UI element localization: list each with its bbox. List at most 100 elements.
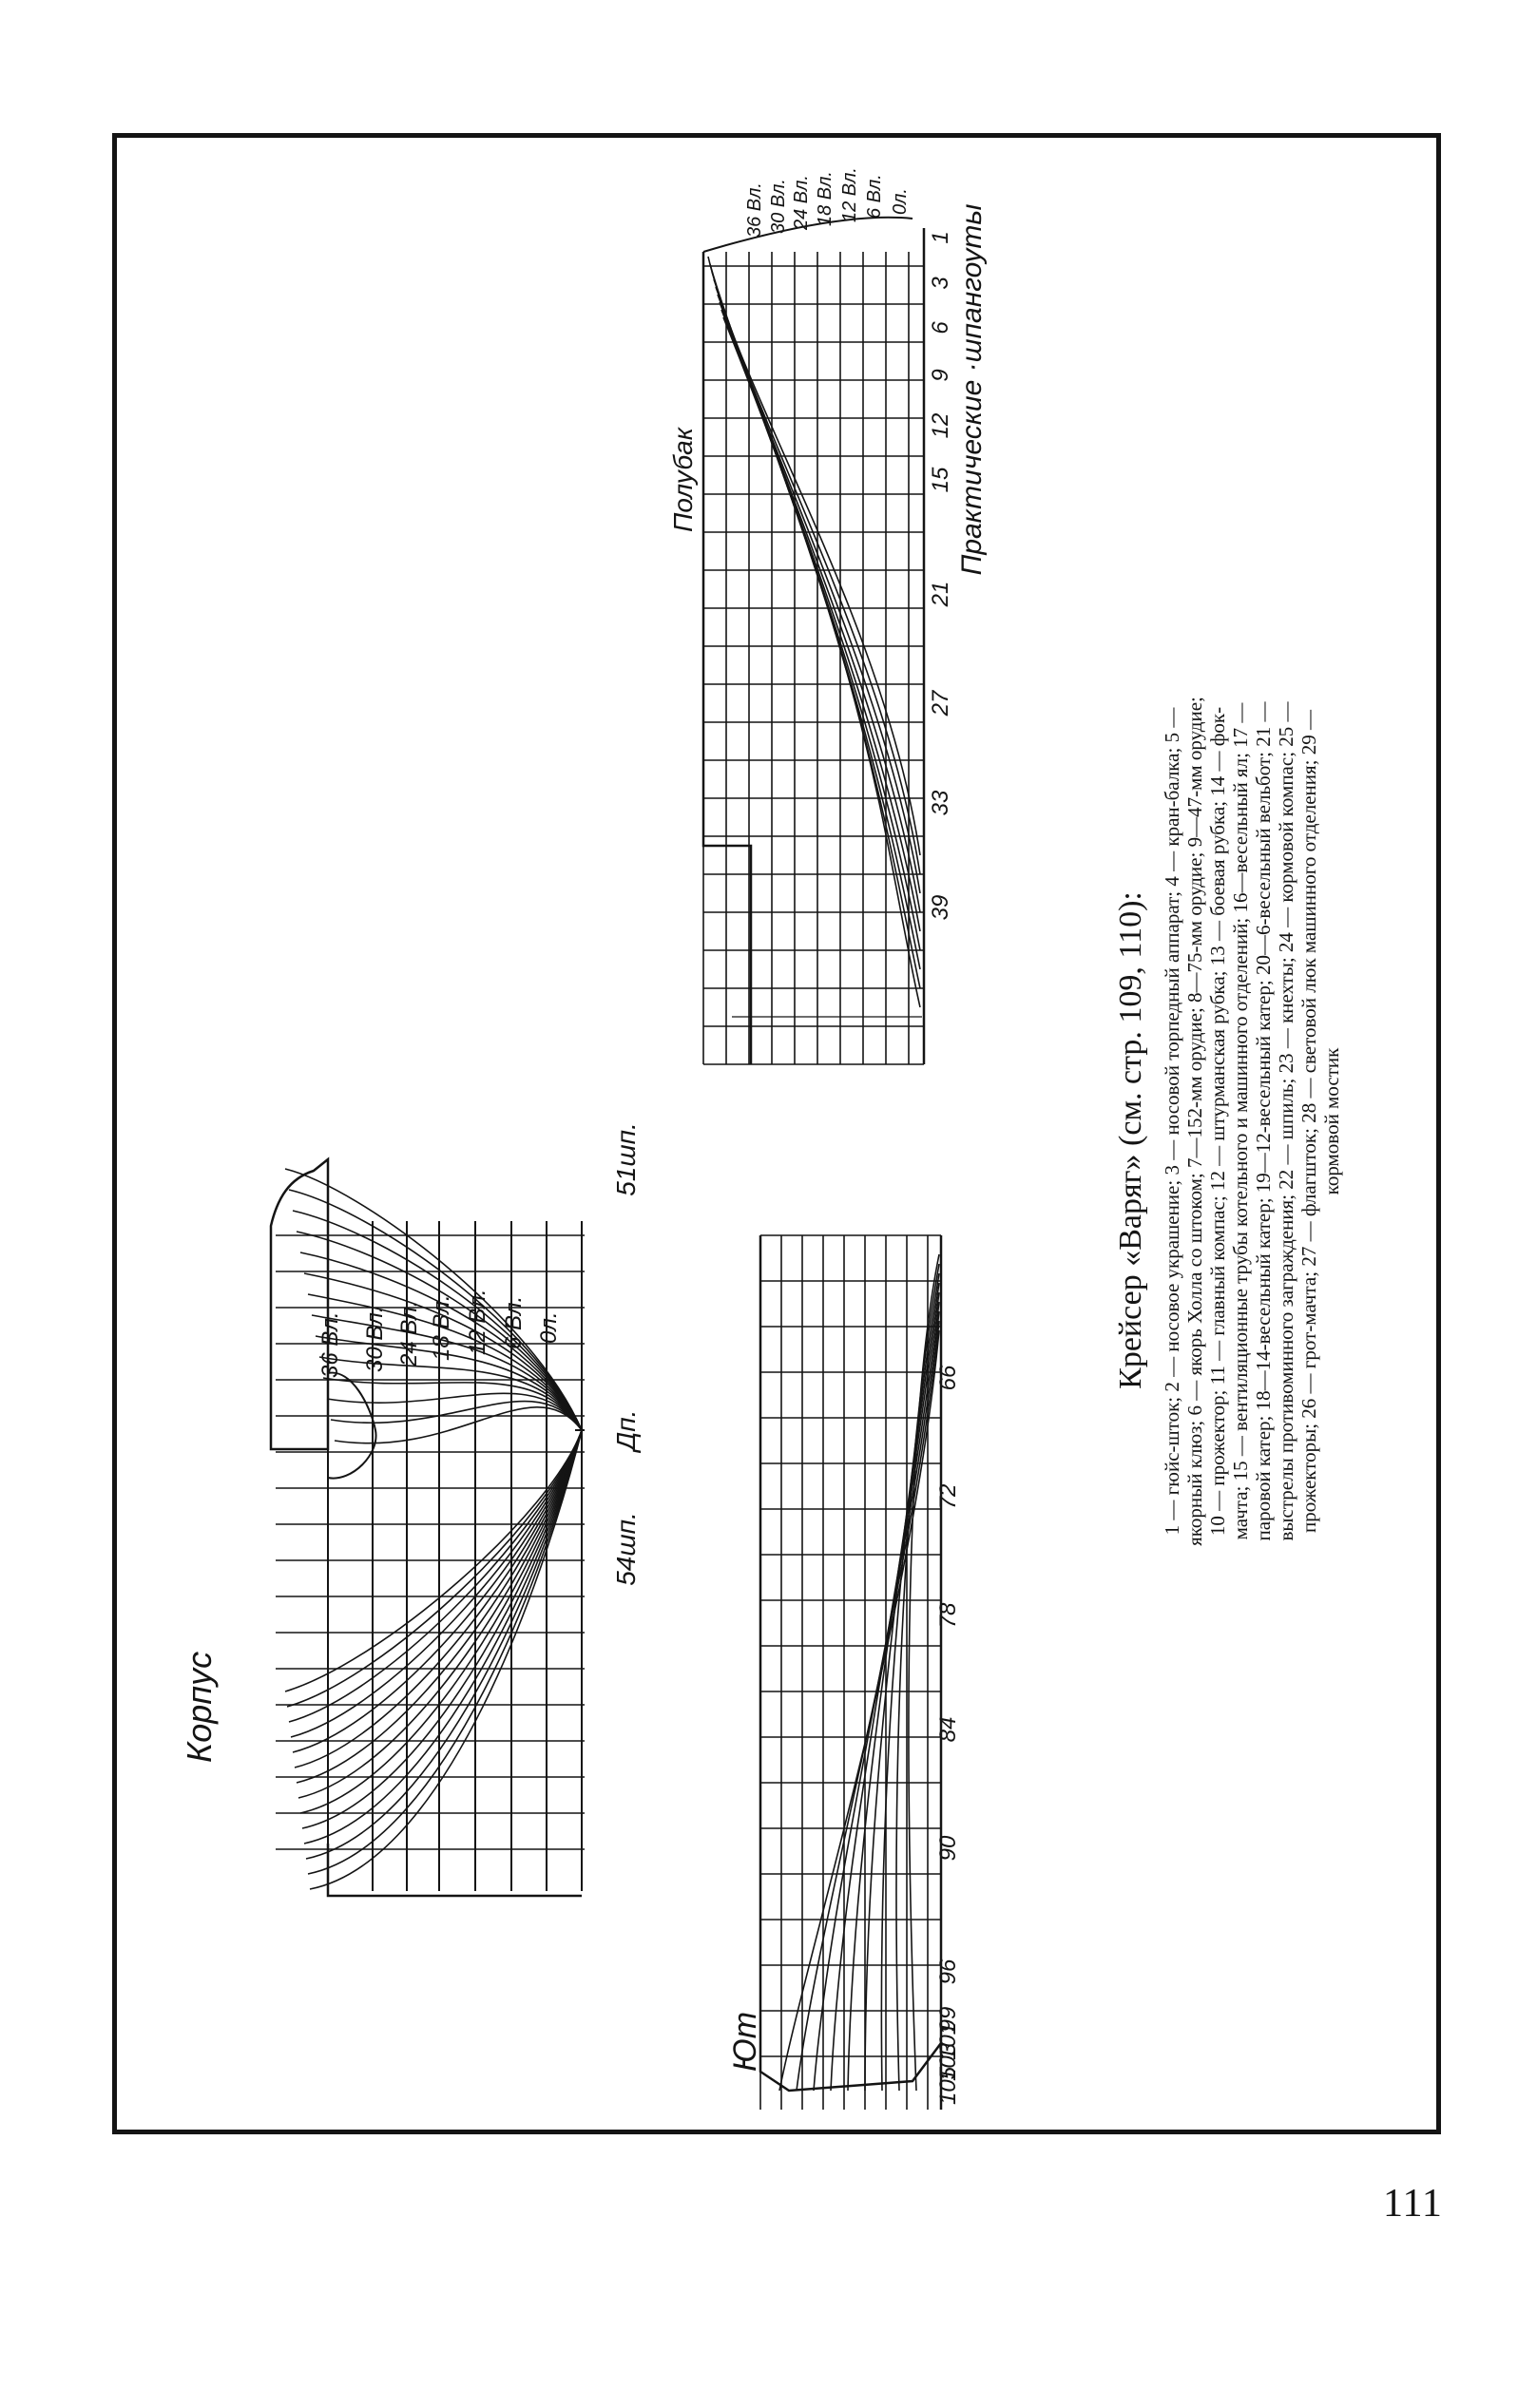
stern-station-label-wrap: 72 <box>935 1484 961 1510</box>
bow-station-label-wrap: 21 <box>928 582 953 608</box>
caption-title: Крейсер «Варяг» (см. стр. 109, 110): <box>1113 891 1148 1389</box>
hull-section-outline <box>269 1156 330 1451</box>
body-waterline-label: 30 Вл. <box>362 1306 388 1372</box>
bow-curve <box>722 316 921 1008</box>
frame-section-curve <box>290 1429 583 1738</box>
stern-body-title: Корпус <box>180 1652 219 1763</box>
body-waterline-label: 36 Вл. <box>317 1311 343 1378</box>
bow-station-label: 15 <box>928 467 953 492</box>
bow-waterline-label: 30 Вл. <box>768 179 789 234</box>
stern-curve <box>895 1263 940 2092</box>
bow-station-label-wrap: 6 <box>928 321 953 334</box>
bow-waterline-label: 0л. <box>890 188 911 215</box>
stern-curve <box>830 1301 940 2092</box>
stern-station-label: 99 <box>935 2007 961 2033</box>
body-waterline-label-wrap: 12 Вл. <box>465 1289 490 1355</box>
frame-section-curve <box>330 1400 583 1431</box>
stern-station-label: 78 <box>935 1602 961 1628</box>
stern-station-label-wrap: 90 <box>935 1835 961 1861</box>
bow-station-label-wrap: 1 <box>928 231 953 243</box>
frame-section-curve <box>318 1356 583 1431</box>
body-waterline-label: 24 Вл. <box>396 1300 422 1367</box>
stern-profile-plan <box>759 1234 943 2110</box>
stern-station-label: 66 <box>935 1365 961 1390</box>
caption-line-wrap: выстрелы противоминного заграждения; 22 … <box>1275 700 1297 1540</box>
bow-title-wrap: Полубак <box>668 426 698 532</box>
bow-axis-title: Практические ·шпангоуты <box>956 204 988 576</box>
stern-profile-title-wrap: Ют <box>727 2012 763 2072</box>
hull-section-outline <box>326 1844 582 1898</box>
frame-section-curve <box>292 1210 583 1431</box>
bow-station-label: 27 <box>928 689 953 717</box>
figure-frame <box>112 133 1441 2134</box>
stern-station-label: 72 <box>935 1484 961 1510</box>
stern-station-label-wrap: 66 <box>935 1365 961 1390</box>
stem-curve <box>702 216 913 253</box>
caption-line-wrap: якорный клюз; 6 — якорь Холла со штоком;… <box>1183 697 1206 1546</box>
frame-section-curve <box>326 1392 583 1431</box>
body-waterline-label: 18 Вл. <box>429 1294 454 1361</box>
stern-curve <box>864 1282 940 2092</box>
body-waterline-label-wrap: 18 Вл. <box>429 1294 454 1361</box>
frame-section-curve <box>296 1429 583 1784</box>
bow-station-label-wrap: 39 <box>928 895 953 921</box>
frame-51-label: 51шп. <box>611 1122 641 1196</box>
stern-station-label: 84 <box>935 1717 961 1743</box>
frame-section-curve <box>303 1429 583 1844</box>
caption-line: якорный клюз; 6 — якорь Холла со штоком;… <box>1183 697 1206 1546</box>
frame-section-curve <box>288 1189 583 1431</box>
frame-section-curve <box>309 1429 583 1890</box>
frame-section-curve <box>307 1429 583 1875</box>
stern-curve <box>813 1310 940 2092</box>
stern-station-label-wrap: 99 <box>935 2007 961 2033</box>
stern-curve <box>880 1272 940 2092</box>
bow-station-label-wrap: 12 <box>928 413 953 439</box>
frame-section-curve <box>284 1168 583 1431</box>
frame-section-curve <box>303 1272 583 1431</box>
stern-station-label: 96 <box>935 1959 961 1984</box>
caption-line-wrap: прожекторы; 26 — грот-мачта; 27 — флагшт… <box>1297 709 1320 1533</box>
stern-profile-title: Ют <box>727 2012 763 2072</box>
bow-station-label-wrap: 3 <box>928 277 953 290</box>
stern-body-plan <box>269 1156 585 1898</box>
centerline-label: Дп. <box>611 1410 641 1454</box>
body-waterline-label: 0л. <box>536 1311 562 1344</box>
caption-line: 1 — гюйс-шток; 2 — носовое украшение; 3 … <box>1161 707 1183 1536</box>
bow-station-label: 12 <box>928 413 953 439</box>
bow-station-label: 39 <box>928 895 953 921</box>
bow-waterline-label: 36 Вл. <box>744 182 765 238</box>
bow-station-label-wrap: 9 <box>928 369 953 381</box>
body-waterline-label-wrap: 36 Вл. <box>317 1311 343 1378</box>
caption-line: прожекторы; 26 — грот-мачта; 27 — флагшт… <box>1297 709 1320 1533</box>
body-waterline-label-wrap: 24 Вл. <box>396 1300 422 1367</box>
bow-profile-title: Полубак <box>668 426 698 532</box>
frame-51-label-wrap: 51шп. <box>611 1122 641 1196</box>
caption-line: кормовой мостик <box>1320 1047 1343 1194</box>
stern-body-waterline-labels: 36 Вл.30 Вл.24 Вл.18 Вл.12 Вл.6 Вл.0л. <box>317 1289 562 1378</box>
bow-station-label: 1 <box>928 231 953 243</box>
bow-waterline-label-wrap: 6 Вл. <box>864 174 885 219</box>
caption-lines: 1 — гюйс-шток; 2 — носовое украшение; 3 … <box>1161 697 1343 1546</box>
stern-station-label-wrap: 105 <box>935 2066 961 2105</box>
frame-section-curve <box>296 1231 583 1431</box>
stern-station-label: 105 <box>935 2066 961 2105</box>
caption-line-wrap: 10 — прожектор; 11 — главный компас; 12 … <box>1206 707 1229 1536</box>
frame-section-curve <box>288 1429 583 1723</box>
stern-curve <box>847 1291 940 2092</box>
frame-section-curve <box>307 1293 583 1431</box>
frame-section-curve <box>292 1429 583 1753</box>
stern-body-title-wrap: Корпус <box>180 1652 219 1763</box>
caption-line: выстрелы противоминного заграждения; 22 … <box>1275 700 1297 1540</box>
bow-waterline-label: 18 Вл. <box>815 171 836 226</box>
stern-curve <box>908 1253 940 2092</box>
stern-curve <box>796 1320 940 2092</box>
body-waterline-label: 12 Вл. <box>465 1289 490 1355</box>
bow-station-label: 9 <box>928 369 953 381</box>
stern-station-label-wrap: 101 <box>935 2022 961 2060</box>
stern-station-label: 103 <box>935 2042 961 2081</box>
bow-outline <box>701 252 753 1064</box>
stern-outline <box>759 1235 942 2093</box>
